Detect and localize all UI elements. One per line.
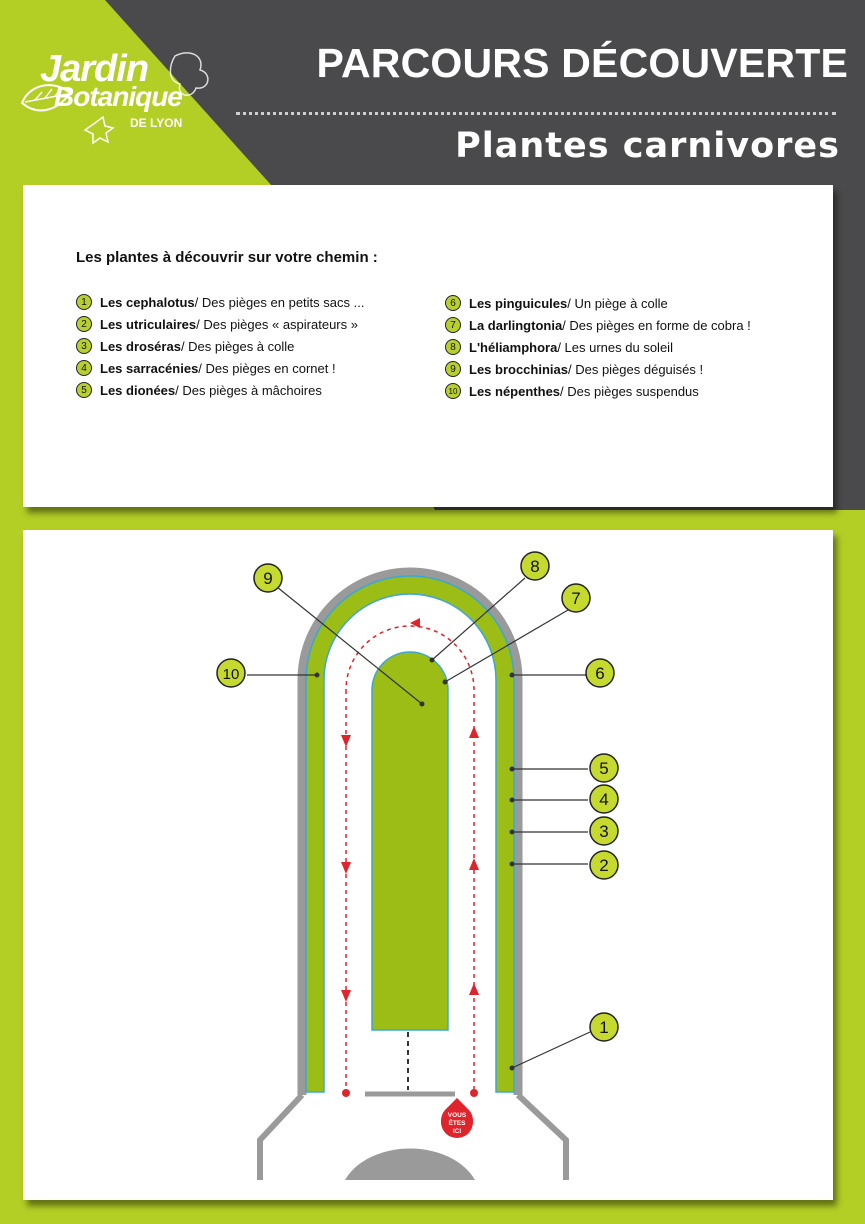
plant-list-intro: Les plantes à découvrir sur votre chemin… [76, 249, 378, 266]
list-item: 2 Les utriculaires / Des pièges « aspira… [76, 314, 358, 334]
plant-name: Les cephalotus [100, 294, 195, 310]
map-badge-7: 7 [561, 583, 591, 613]
plant-name: La darlingtonia [469, 317, 563, 333]
plant-description: / Des pièges à mâchoires [175, 382, 322, 398]
list-item: 3 Les droséras / Des pièges à colle [76, 336, 294, 356]
svg-text:2: 2 [599, 856, 608, 875]
you-are-here-line3: ICI [453, 1128, 462, 1135]
plant-description: / Un piège à colle [567, 295, 668, 311]
list-item: 9 Les brocchinias / Des pièges déguisés … [445, 359, 703, 379]
you-are-here-line2: ÊTES [449, 1118, 467, 1127]
callout-lines [247, 577, 591, 1069]
plant-description: / Des pièges en forme de cobra ! [562, 317, 751, 333]
green-corner-shape [0, 0, 272, 186]
you-are-here-marker: VOUS ÊTES ICI [440, 1098, 473, 1138]
number-badge: 4 [76, 360, 92, 376]
map-badge-8: 8 [520, 551, 550, 581]
plant-description: / Des pièges à colle [180, 338, 295, 354]
central-planting-bed [371, 651, 449, 1031]
svg-text:10: 10 [223, 666, 240, 683]
plant-description: / Des pièges en cornet ! [198, 360, 336, 376]
plant-name: Les pinguicules [469, 295, 568, 311]
plant-name: Les brocchinias [469, 361, 568, 377]
number-badge: 9 [445, 361, 461, 377]
svg-text:7: 7 [571, 589, 580, 608]
list-item: 7 La darlingtonia / Des pièges en forme … [445, 315, 751, 335]
list-item: 8 L'héliamphora / Les urnes du soleil [445, 337, 673, 357]
page-subtitle: Plantes carnivores [455, 126, 840, 166]
number-badge: 2 [76, 316, 92, 332]
plant-name: Les utriculaires [100, 316, 197, 332]
svg-text:4: 4 [599, 790, 608, 809]
you-are-here-line1: VOUS [448, 1112, 467, 1119]
outer-wall [297, 567, 523, 1095]
number-badge: 7 [445, 317, 461, 333]
plant-description: / Des pièges « aspirateurs » [196, 316, 358, 332]
svg-text:5: 5 [599, 759, 608, 778]
svg-text:3: 3 [599, 822, 608, 841]
plant-list-panel [23, 185, 833, 507]
plant-name: Les népenthes [469, 383, 561, 399]
map-badge-2: 2 [589, 850, 619, 880]
list-item: 4 Les sarracénies / Des pièges en cornet… [76, 358, 336, 378]
number-badge: 10 [445, 383, 461, 399]
number-badge: 6 [445, 295, 461, 311]
plant-name: Les dionées [100, 382, 176, 398]
list-item: 1 Les cephalotus / Des pièges en petits … [76, 292, 364, 312]
map-badge-4: 4 [589, 784, 619, 814]
map-badge-1: 1 [589, 1012, 619, 1042]
svg-text:6: 6 [595, 664, 604, 683]
jardin-botanique-logo: Jardin Botanique DE LYON [20, 48, 220, 148]
number-badge: 1 [76, 294, 92, 310]
number-badge: 8 [445, 339, 461, 355]
leaf-icon [20, 52, 209, 145]
path-arrows [341, 618, 479, 1002]
visitor-path-arc [345, 625, 475, 691]
svg-text:9: 9 [263, 569, 272, 588]
plant-description: / Les urnes du soleil [557, 339, 673, 355]
svg-text:8: 8 [530, 557, 539, 576]
plant-name: Les droséras [100, 338, 181, 354]
list-item: 6 Les pinguicules / Un piège à colle [445, 293, 668, 313]
list-item: 10 Les népenthes / Des pièges suspendus [445, 381, 699, 401]
map-badge-6: 6 [585, 658, 615, 688]
logo-de-lyon-text: DE LYON [130, 116, 183, 130]
number-badge: 3 [76, 338, 92, 354]
plant-name: L'héliamphora [469, 339, 558, 355]
page-title: PARCOURS DÉCOUVERTE [316, 40, 848, 86]
logo-botanique-text: Botanique [54, 81, 183, 112]
plant-description: / Des pièges en petits sacs ... [194, 294, 365, 310]
plant-name: Les sarracénies [100, 360, 199, 376]
dotted-divider [236, 112, 836, 115]
entrance-dome [345, 1148, 475, 1180]
plant-description: / Des pièges suspendus [560, 383, 699, 399]
map-badge-5: 5 [589, 753, 619, 783]
svg-text:1: 1 [599, 1018, 608, 1037]
logo-jardin-text: Jardin [40, 48, 149, 90]
number-badge: 5 [76, 382, 92, 398]
plant-description: / Des pièges déguisés ! [567, 361, 704, 377]
map-badge-9: 9 [253, 563, 283, 593]
map-badge-3: 3 [589, 816, 619, 846]
list-item: 5 Les dionées / Des pièges à mâchoires [76, 380, 322, 400]
map-badge-10: 10 [216, 658, 246, 688]
entrance-wall [257, 1092, 305, 1180]
